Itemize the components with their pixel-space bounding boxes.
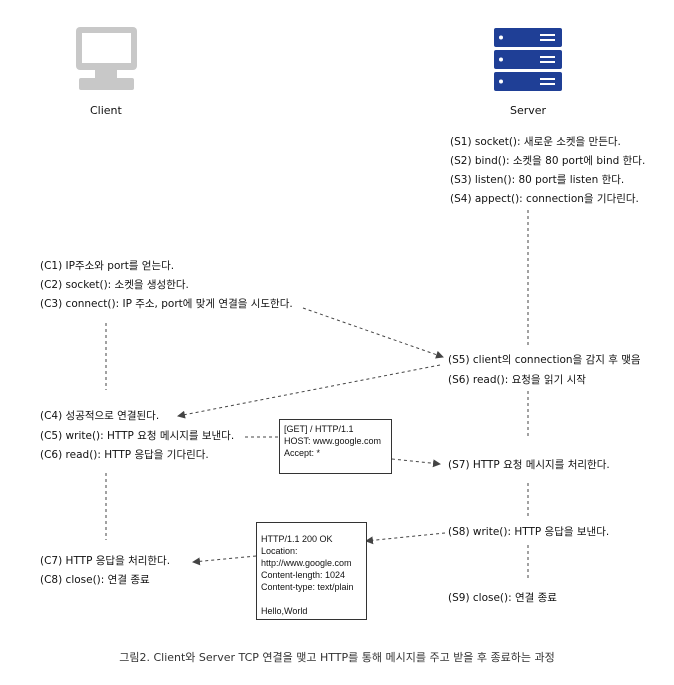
server-step-s2: (S2) bind(): 소켓을 80 port에 bind 한다. bbox=[450, 155, 646, 167]
response-content-length: Content-length: 1024 bbox=[261, 570, 346, 580]
response-location-header: Location: bbox=[261, 546, 298, 556]
connect-arrow bbox=[302, 307, 444, 359]
server-step-s5: (S5) client의 connection을 감지 후 맺음 bbox=[448, 354, 641, 366]
http-response-box: HTTP/1.1 200 OK Location: http://www.goo… bbox=[256, 522, 367, 620]
request-line: [GET] / HTTP/1.1 bbox=[284, 424, 354, 434]
request-host-header: HOST: www.google.com bbox=[284, 436, 382, 446]
server-step-s7: (S7) HTTP 요청 메시지를 처리한다. bbox=[448, 459, 610, 471]
deliver-response-arrow bbox=[192, 555, 257, 566]
client-step-c8: (C8) close(): 연결 종료 bbox=[40, 574, 150, 586]
client-step-c7: (C7) HTTP 응답을 처리한다. bbox=[40, 555, 171, 567]
response-blank-line bbox=[261, 593, 362, 605]
server-step-s1: (S1) socket(): 새로운 소켓을 만든다. bbox=[450, 136, 621, 148]
client-step-c3: (C3) connect(): IP 주소, port에 맞게 연결을 시도한다… bbox=[40, 298, 293, 310]
response-body: Hello,World bbox=[261, 606, 308, 616]
server-step-s4: (S4) appect(): connection을 기다린다. bbox=[450, 193, 639, 205]
client-step-c6: (C6) read(): HTTP 응답을 기다린다. bbox=[40, 449, 209, 461]
request-accept-header: Accept: * bbox=[284, 448, 321, 458]
response-content-type: Content-type: text/plain bbox=[261, 582, 354, 592]
response-arrow bbox=[365, 532, 446, 545]
client-label: Client bbox=[90, 104, 122, 117]
server-step-s6: (S6) read(): 요청을 읽기 시작 bbox=[448, 374, 586, 386]
accept-arrow bbox=[177, 364, 441, 419]
request-arrow bbox=[391, 458, 441, 468]
client-step-c2: (C2) socket(): 소켓을 생성한다. bbox=[40, 279, 189, 291]
client-step-c1: (C1) IP주소와 port를 얻는다. bbox=[40, 260, 175, 272]
monitor-icon bbox=[76, 27, 137, 90]
figure-caption: 그림2. Client와 Server TCP 연결을 맺고 HTTP를 통해 … bbox=[119, 651, 555, 664]
response-location-value: http://www.google.com bbox=[261, 558, 352, 568]
server-step-s8: (S8) write(): HTTP 응답을 보낸다. bbox=[448, 526, 610, 538]
server-step-s9: (S9) close(): 연결 종료 bbox=[448, 592, 557, 604]
server-label: Server bbox=[510, 104, 547, 117]
http-request-box: [GET] / HTTP/1.1 HOST: www.google.com Ac… bbox=[279, 419, 392, 474]
server-step-s3: (S3) listen(): 80 port를 listen 한다. bbox=[450, 174, 625, 186]
client-step-c4: (C4) 성공적으로 연결된다. bbox=[40, 410, 160, 422]
server-rack-icon bbox=[494, 28, 562, 91]
response-status-line: HTTP/1.1 200 OK bbox=[261, 534, 333, 544]
client-step-c5: (C5) write(): HTTP 요청 메시지를 보낸다. bbox=[40, 430, 235, 442]
